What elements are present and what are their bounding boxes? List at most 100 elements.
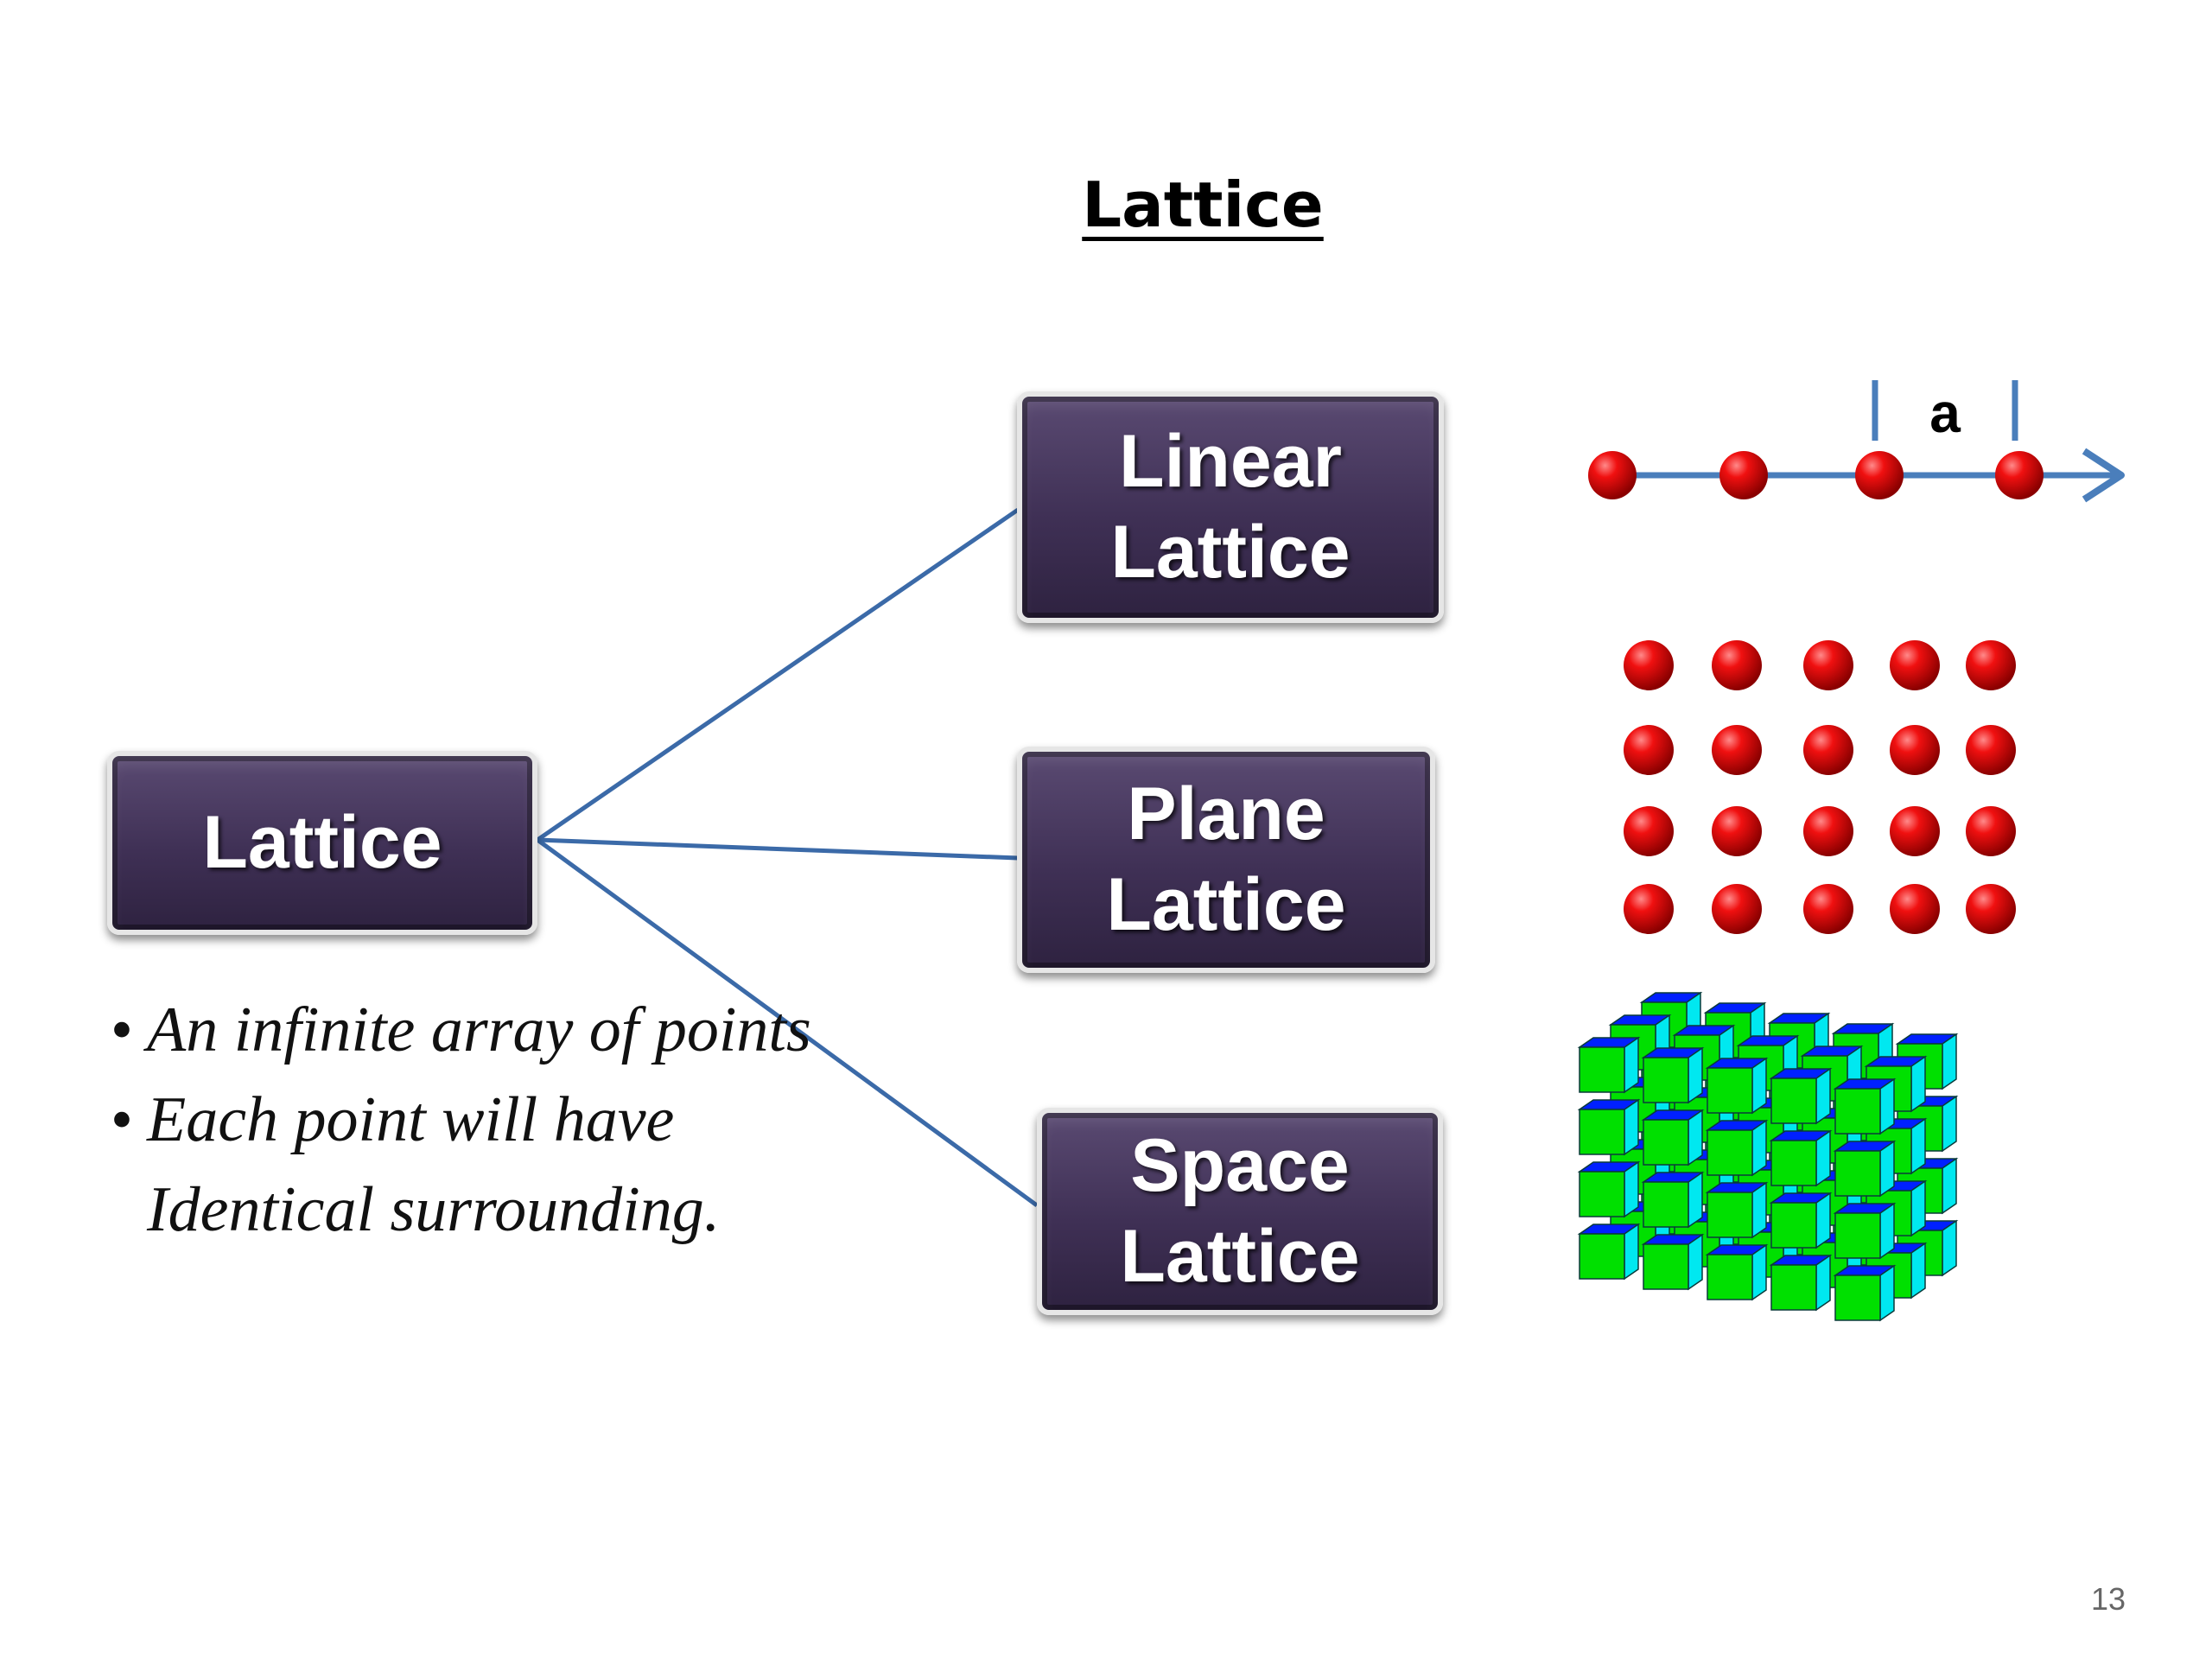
cube-side-face <box>1688 1171 1703 1229</box>
connector-plane <box>537 837 1019 861</box>
bullet-marker: • <box>111 1084 133 1155</box>
atom <box>1719 451 1768 499</box>
bullet-text: An infinite array of points <box>147 995 811 1065</box>
atom <box>1712 725 1762 775</box>
cube-front-face <box>1770 1264 1817 1311</box>
cube-front-face <box>1834 1274 1881 1321</box>
cube-side-face <box>1751 1181 1767 1239</box>
cube-side-face <box>1688 1046 1703 1104</box>
cube-side-face <box>1624 1160 1639 1218</box>
cube-side-face <box>1815 1192 1831 1249</box>
bullet-item: • Each point will have <box>111 1075 931 1165</box>
cube-side-face <box>1624 1223 1639 1281</box>
atom <box>1966 884 2016 934</box>
atom <box>1624 725 1674 775</box>
cube-side-face <box>1751 1243 1767 1301</box>
atom <box>1803 806 1853 856</box>
plane-lattice-node: Plane Lattice <box>1017 747 1435 973</box>
cube-side-face <box>1624 1098 1639 1156</box>
cube-side-face <box>1942 1157 1957 1215</box>
cube-front-face <box>1707 1067 1753 1114</box>
cube-front-face <box>1707 1129 1753 1176</box>
atom <box>1624 640 1674 690</box>
atom <box>1890 884 1940 934</box>
atom <box>1624 806 1674 856</box>
linear-lattice-node: Linear Lattice <box>1017 391 1444 623</box>
cube-front-face <box>1770 1077 1817 1124</box>
atom <box>1588 451 1637 499</box>
cube-side-face <box>1815 1254 1831 1312</box>
cube-side-face <box>1910 1117 1926 1175</box>
atom <box>1624 884 1674 934</box>
cube-front-face <box>1834 1212 1881 1259</box>
atom <box>1995 451 2044 499</box>
atom <box>1966 725 2016 775</box>
axis-arrowhead <box>2082 448 2125 503</box>
atom <box>1890 640 1940 690</box>
lattice-node: Lattice <box>107 751 537 935</box>
bullet-item: • An infinite array of points <box>111 985 931 1075</box>
connector-space <box>536 837 1039 1208</box>
cube-side-face <box>1910 1055 1926 1113</box>
cube-side-face <box>1942 1219 1957 1277</box>
atom <box>1966 640 2016 690</box>
cube-front-face <box>1643 1057 1689 1103</box>
atom <box>1966 806 2016 856</box>
definition-bullets: • An infinite array of points • Each poi… <box>111 985 931 1255</box>
cube-front-face <box>1770 1140 1817 1186</box>
plane-lattice-label-line1: Plane <box>1127 772 1325 856</box>
space-lattice-label-line2: Lattice <box>1120 1215 1360 1298</box>
lattice-node-label: Lattice <box>202 801 442 885</box>
atom <box>1712 806 1762 856</box>
atom <box>1803 640 1853 690</box>
linear-lattice-illustration: a <box>1588 380 2125 503</box>
linear-lattice-label-line1: Linear <box>1118 420 1343 504</box>
atom <box>1803 725 1853 775</box>
bullet-text: Each point will have <box>147 1084 675 1155</box>
cube-front-face <box>1834 1150 1881 1197</box>
atom <box>1890 806 1940 856</box>
cube-side-face <box>1815 1129 1831 1187</box>
cube-side-face <box>1751 1119 1767 1177</box>
cube-front-face <box>1834 1088 1881 1135</box>
cube-front-face <box>1579 1233 1625 1280</box>
atom <box>1855 451 1904 499</box>
space-lattice-label-line1: Space <box>1130 1124 1350 1208</box>
cube-front-face <box>1579 1109 1625 1155</box>
cube-side-face <box>1942 1095 1957 1153</box>
cube-side-face <box>1910 1242 1926 1300</box>
space-lattice-node: Space Lattice <box>1037 1108 1443 1315</box>
cube-side-face <box>1624 1036 1639 1094</box>
bullet-continuation: Identical surrounding. <box>147 1174 721 1245</box>
cube-side-face <box>1879 1264 1895 1322</box>
cube-side-face <box>1942 1033 1957 1090</box>
linear-lattice-label-line2: Lattice <box>1110 511 1351 594</box>
plane-lattice-illustration <box>1624 640 2016 934</box>
cube-front-face <box>1643 1181 1689 1228</box>
cube-front-face <box>1579 1046 1625 1093</box>
page-number: 13 <box>2090 1581 2126 1617</box>
atom <box>1890 725 1940 775</box>
spacing-label: a <box>1929 382 1961 444</box>
atom <box>1712 884 1762 934</box>
plane-lattice-label-line2: Lattice <box>1106 863 1346 946</box>
cube-side-face <box>1879 1077 1895 1135</box>
cube-side-face <box>1688 1233 1703 1291</box>
cube-front-face <box>1643 1243 1689 1290</box>
cube-front-face <box>1707 1192 1753 1238</box>
bullet-marker: • <box>111 995 133 1065</box>
space-lattice-illustration <box>1577 991 1959 1322</box>
cube-side-face <box>1751 1057 1767 1115</box>
atom <box>1803 884 1853 934</box>
cube-side-face <box>1879 1140 1895 1198</box>
cube-side-face <box>1879 1202 1895 1260</box>
connector-linear <box>536 507 1020 842</box>
cube-side-face <box>1815 1067 1831 1125</box>
cube-front-face <box>1707 1254 1753 1300</box>
cube-side-face <box>1910 1179 1926 1237</box>
cube-front-face <box>1579 1171 1625 1217</box>
cube-side-face <box>1688 1109 1703 1166</box>
cube-front-face <box>1643 1119 1689 1166</box>
